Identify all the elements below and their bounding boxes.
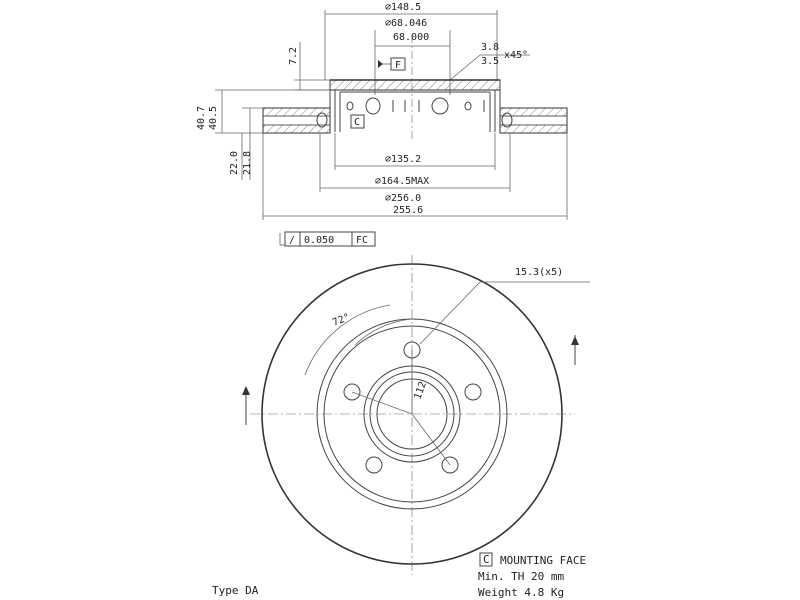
dim-outer-diameter-max: ⌀256.0 bbox=[385, 193, 421, 204]
notes: C MOUNTING FACE Min. TH 20 mm Weight 4.8… bbox=[212, 552, 586, 599]
dim-bore-max: ⌀68.046 bbox=[385, 18, 427, 29]
dim-thickness-min: 21.8 bbox=[242, 151, 253, 175]
label-hole-size: 15.3(x5) bbox=[515, 267, 563, 278]
dim-thickness-max: 22.0 bbox=[229, 151, 240, 175]
note-datum-box: C bbox=[483, 553, 490, 566]
section-view bbox=[215, 10, 568, 247]
dim-hat-depth: 7.2 bbox=[288, 47, 299, 65]
note-min-thickness: Min. TH 20 mm bbox=[478, 570, 564, 583]
note-mounting-face: MOUNTING FACE bbox=[500, 554, 586, 567]
dim-inner-diameter: ⌀135.2 bbox=[385, 154, 421, 165]
dim-chamfer-max: 3.8 bbox=[481, 42, 499, 53]
dim-total-height-max: 40.7 bbox=[196, 106, 207, 130]
dim-outer-diameter-min: 255.6 bbox=[393, 205, 423, 216]
section-dimension-labels: ⌀148.5 ⌀68.046 68.000 7.2 3.8 3.5 x45° F… bbox=[196, 2, 528, 246]
runout-symbol: / bbox=[289, 235, 295, 246]
dim-total-height-min: 40.5 bbox=[208, 106, 219, 130]
dim-bore-min: 68.000 bbox=[393, 32, 429, 43]
dim-vent-diameter: ⌀164.5MAX bbox=[375, 176, 429, 187]
note-weight: Weight 4.8 Kg bbox=[478, 586, 564, 599]
front-view bbox=[242, 255, 590, 575]
datum-f: F bbox=[395, 60, 401, 71]
dim-hat-diameter: ⌀148.5 bbox=[385, 2, 421, 13]
label-pcd: 112 bbox=[412, 380, 429, 401]
runout-ref: FC bbox=[356, 235, 368, 246]
note-type: Type DA bbox=[212, 584, 259, 597]
dim-chamfer-min: 3.5 bbox=[481, 56, 499, 67]
dim-chamfer-angle: x45° bbox=[504, 50, 528, 61]
runout-value: 0.050 bbox=[304, 235, 334, 246]
datum-c: C bbox=[354, 117, 360, 128]
